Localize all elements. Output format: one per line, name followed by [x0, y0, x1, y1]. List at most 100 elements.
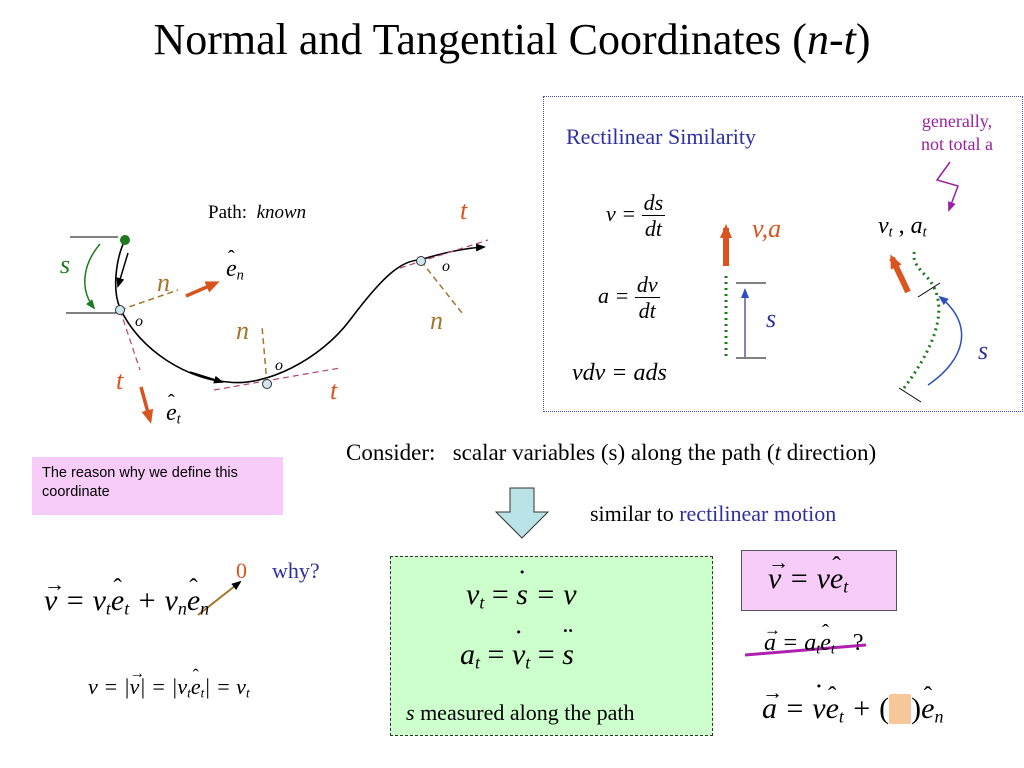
a-decomposition-eq: a = vet + ()en	[762, 678, 944, 728]
page-title: Normal and Tangential Coordinates (n-t)	[0, 14, 1024, 65]
path-direction-arrow-1	[116, 252, 129, 288]
velocity-decomposition-eq: v = vtet + vnen	[44, 572, 209, 620]
v-vec: v	[44, 572, 58, 618]
eq-a-lhs: a =	[598, 282, 630, 308]
et-hat-5: e	[826, 681, 840, 726]
eq-a-num: dv	[634, 272, 660, 299]
et-hat-3: e	[830, 551, 844, 596]
gb-sdot: s	[516, 564, 528, 612]
velocity-tangent-box	[741, 550, 897, 611]
gb-eq-v: = v	[527, 578, 577, 611]
vt-v: v	[878, 213, 889, 239]
gb-vt-sub: t	[479, 592, 485, 613]
at-comma: ,	[898, 213, 905, 239]
curved-path-dotted	[902, 249, 941, 389]
n-axis-2	[261, 325, 268, 385]
et-e: e	[166, 391, 177, 427]
et-unit-arrow	[139, 386, 154, 424]
et-hat: e	[111, 573, 125, 618]
n-label-1: n	[157, 268, 170, 297]
speed-magnitude-eq: v = |v| = |vtet| = vt	[88, 665, 250, 701]
eq-a-den: dt	[638, 298, 656, 324]
s-label: s	[60, 250, 71, 279]
et-label: et	[166, 391, 181, 429]
note-line1: generally,	[921, 111, 993, 131]
consider-text-after: direction)	[780, 440, 877, 465]
similar-link: rectilinear motion	[679, 501, 837, 526]
similarity-heading: Rectilinear Similarity	[566, 124, 757, 149]
path-label: Path: known	[208, 202, 306, 224]
footer-s: s	[406, 700, 415, 725]
reason-note: The reason why we define this coordinate	[32, 457, 283, 515]
title-close: )	[855, 15, 871, 64]
similar-line: similar to rectilinear motion	[590, 501, 836, 527]
path-curve	[114, 239, 486, 384]
gb-sddot: s	[562, 622, 574, 672]
struck-a-eq: a = atet ?	[764, 620, 864, 659]
path-label-text: Path:	[208, 202, 248, 223]
unknown-placeholder	[889, 694, 912, 724]
en-e: e	[226, 247, 237, 283]
why-label: why?	[272, 558, 320, 583]
t-axis-2	[213, 367, 341, 391]
paren-close: )	[911, 692, 922, 725]
rectilinear-similarity-panel	[543, 96, 1023, 412]
zero-arrow	[197, 580, 242, 616]
et-hat-2: e	[191, 666, 201, 700]
gb-vdot: v	[512, 624, 526, 672]
footer-text: measured along the path	[414, 700, 635, 725]
title-main: Normal and Tangential Coordinates (	[153, 15, 807, 64]
at-sub: t	[922, 224, 927, 241]
a-vec: a	[762, 680, 777, 726]
v-vet-eq: v = vet	[768, 550, 848, 598]
title-n: n	[806, 15, 829, 64]
en-label: en	[226, 247, 244, 285]
path-direction-arrow-2	[189, 371, 224, 384]
vt-arrow	[889, 254, 911, 294]
point-o-2	[262, 379, 272, 389]
n-label-3: n	[430, 306, 443, 335]
zero-label: 0	[236, 558, 247, 583]
green-box-footer: s measured along the path	[406, 700, 635, 726]
et-sub: t	[176, 411, 181, 428]
vt-at-label: vt , at	[878, 213, 927, 242]
t-label-2: t	[330, 376, 338, 405]
gb-eq1: =	[484, 578, 517, 611]
consider-word: Consider:	[346, 440, 436, 465]
curve-tick-bottom	[898, 387, 922, 403]
en-sub: n	[236, 267, 244, 284]
consider-text-before: scalar variables (s) along the path (	[452, 440, 775, 465]
t-axis-1	[119, 309, 141, 371]
gb-eq3: =	[530, 638, 563, 671]
note-squiggle-arrow	[935, 161, 959, 212]
at-a: a	[910, 213, 923, 239]
en-hat: e	[187, 573, 201, 618]
gb-vt: v	[466, 578, 480, 611]
question-mark: ?	[852, 630, 864, 656]
consider-line: Consider: scalar variables (s) along the…	[346, 440, 876, 466]
down-arrow-icon	[494, 487, 550, 539]
s-curve-label: s	[978, 336, 989, 365]
gb-eq2: =	[480, 638, 512, 671]
point-o-1	[115, 305, 125, 315]
path-start-point	[120, 235, 130, 245]
t-label-1: t	[116, 366, 124, 395]
en-unit-arrow	[185, 281, 220, 298]
o-label-1: o	[135, 313, 143, 330]
paren-open: (	[879, 692, 890, 725]
green-equation-box	[390, 556, 713, 736]
similar-prefix: similar to	[590, 501, 680, 526]
vdot: v	[812, 678, 826, 726]
n-label-2: n	[236, 316, 249, 345]
t-label-3: t	[460, 196, 468, 225]
curve-tick-top	[917, 282, 941, 298]
en-hat-2: e	[921, 681, 935, 726]
vt-sdot-eq: vt = s = v	[466, 564, 577, 614]
note-line2: not total a	[921, 134, 993, 155]
n-axis-3	[420, 260, 463, 314]
